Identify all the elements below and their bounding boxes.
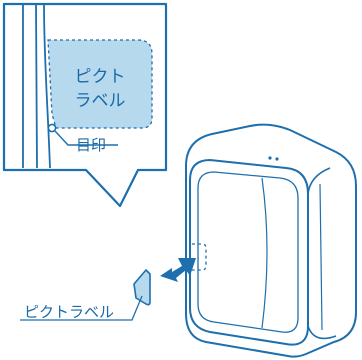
insert-arrow-icon <box>160 258 196 282</box>
device-side-edge <box>307 167 331 195</box>
callout-bubble: ピクト ラベル 目印 <box>2 2 168 208</box>
device-label-target-area <box>192 243 207 271</box>
marker-leader-line <box>54 130 118 146</box>
sticker-leader-line <box>20 295 143 321</box>
marker-dot <box>47 123 57 133</box>
device-front-face <box>189 158 309 346</box>
zoom-device-edge-inner <box>43 3 51 169</box>
device-side-inner <box>319 183 323 331</box>
pict-label-sticker-icon <box>20 269 151 321</box>
device-side-bottom <box>307 325 337 340</box>
device-indicator-dot-1 <box>268 156 272 160</box>
device-indicator-dot-2 <box>275 157 279 161</box>
sticker-shape <box>133 269 151 306</box>
device-front-panel <box>197 171 299 333</box>
zoom-label-text-line2: ラベル <box>75 91 126 111</box>
insert-arrow-shape <box>160 258 196 282</box>
wireless-device-icon <box>185 123 357 358</box>
bottom-pict-label-text: ピクトラベル <box>24 303 114 321</box>
marker-label: 目印 <box>76 136 106 154</box>
zoom-label-text-line1: ピクト <box>75 67 126 87</box>
zoom-pict-label-shape <box>47 39 153 129</box>
device-front-seam <box>261 177 268 329</box>
zoom-device-edge-middle <box>35 3 38 169</box>
